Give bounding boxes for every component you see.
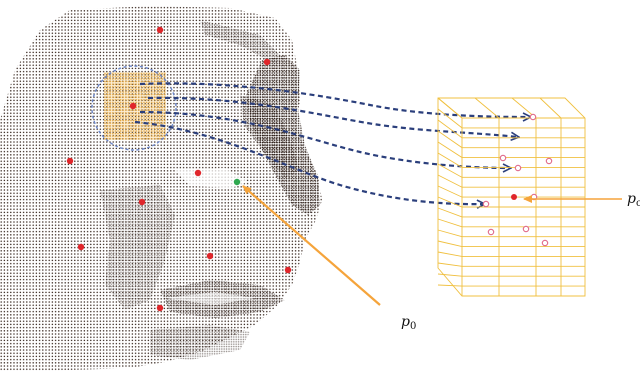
grid-point (483, 201, 488, 206)
query-point-p0 (234, 179, 240, 185)
voxel-slice (438, 208, 585, 217)
voxel-slice (438, 230, 585, 237)
keypoint (157, 27, 163, 33)
voxel-slice (438, 219, 585, 227)
keypoint (78, 244, 84, 250)
voxel-slice (438, 274, 585, 276)
keypoint (207, 253, 213, 259)
voxel-slice (438, 120, 585, 138)
voxel-slice (438, 285, 585, 286)
grid-points (483, 114, 551, 245)
center-point-pc (511, 194, 517, 200)
grid-point (546, 158, 551, 163)
keypoint (130, 103, 136, 109)
grid-point (530, 114, 535, 119)
voxel-slice (438, 263, 585, 266)
label-pc: pc (627, 191, 640, 209)
grid-point (523, 226, 528, 231)
face-point-cloud (0, 6, 322, 371)
keypoint (157, 305, 163, 311)
voxel-slice (438, 175, 585, 187)
grid-point (515, 165, 520, 170)
keypoint (285, 267, 291, 273)
keypoint (195, 170, 201, 176)
grid-point (500, 155, 505, 160)
grid-point (542, 240, 547, 245)
keypoint (67, 158, 73, 164)
voxel-slice (438, 241, 585, 247)
voxel-slice (438, 142, 585, 158)
chin-shadow (150, 325, 250, 360)
keypoint (139, 199, 145, 205)
grid-point (488, 229, 493, 234)
voxel-slice (438, 252, 585, 256)
keypoint (264, 59, 270, 65)
label-p0: p0 (401, 314, 416, 332)
